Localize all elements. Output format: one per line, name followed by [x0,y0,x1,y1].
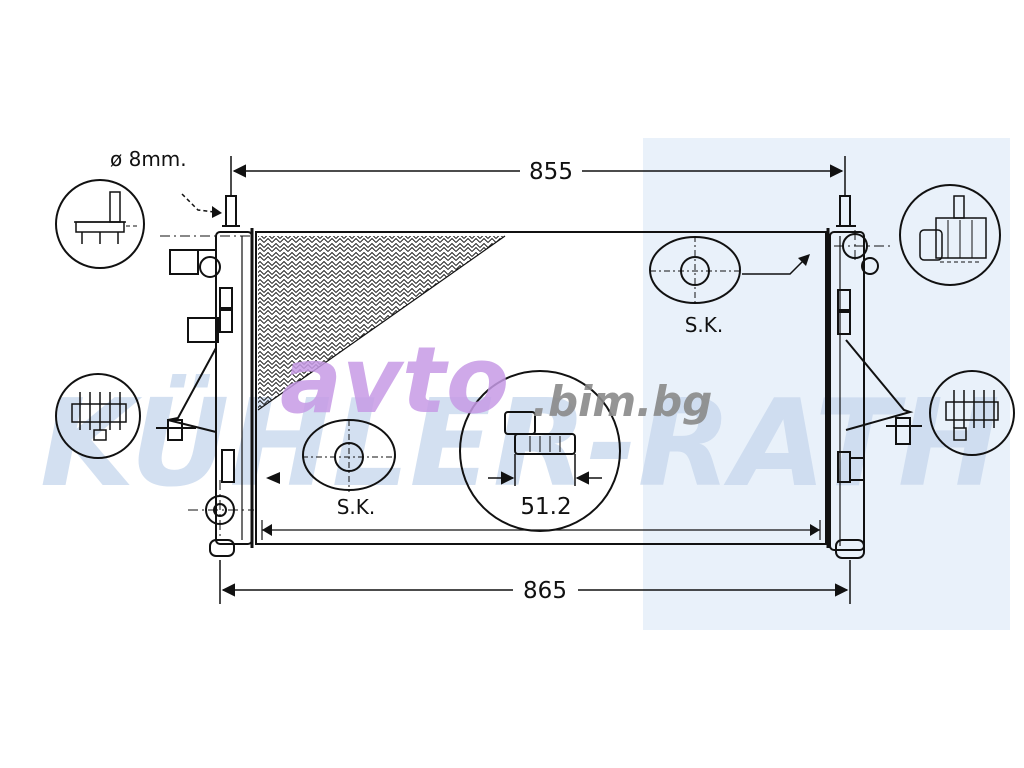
sk-label-left: S.K. [337,495,376,519]
left-tank-centerlines [160,235,254,540]
pin-diameter-label: ø 8mm. [110,147,187,171]
radiator-core [255,231,827,545]
brand-watermark: KÜHLER-RATH [40,374,1000,514]
site-watermark-main: avto [280,327,509,434]
site-watermark: avto [280,327,509,434]
dimension-top [230,156,846,196]
sk-callout-right [649,236,807,304]
detail-circle-mid-right [929,370,1015,456]
dimension-bottom [219,560,851,604]
sk-label-right: S.K. [685,313,724,337]
pin-diameter-arrow [181,193,215,213]
dimension-bottom-label: 865 [523,578,567,604]
sk-callout-left [302,419,396,492]
right-tank-centerlines [834,230,890,262]
neck-dimension-label: 51.2 [520,494,571,520]
left-tank [156,195,254,557]
site-watermark-suffix: .bim.bg [532,377,712,426]
detail-circle-top-right [899,184,1001,286]
dimension-top-label: 855 [529,159,573,185]
neck-detail-circle [459,370,621,532]
detail-circle-mid-left [55,373,141,459]
detail-circle-top-left [55,179,145,269]
right-tank [826,195,922,559]
